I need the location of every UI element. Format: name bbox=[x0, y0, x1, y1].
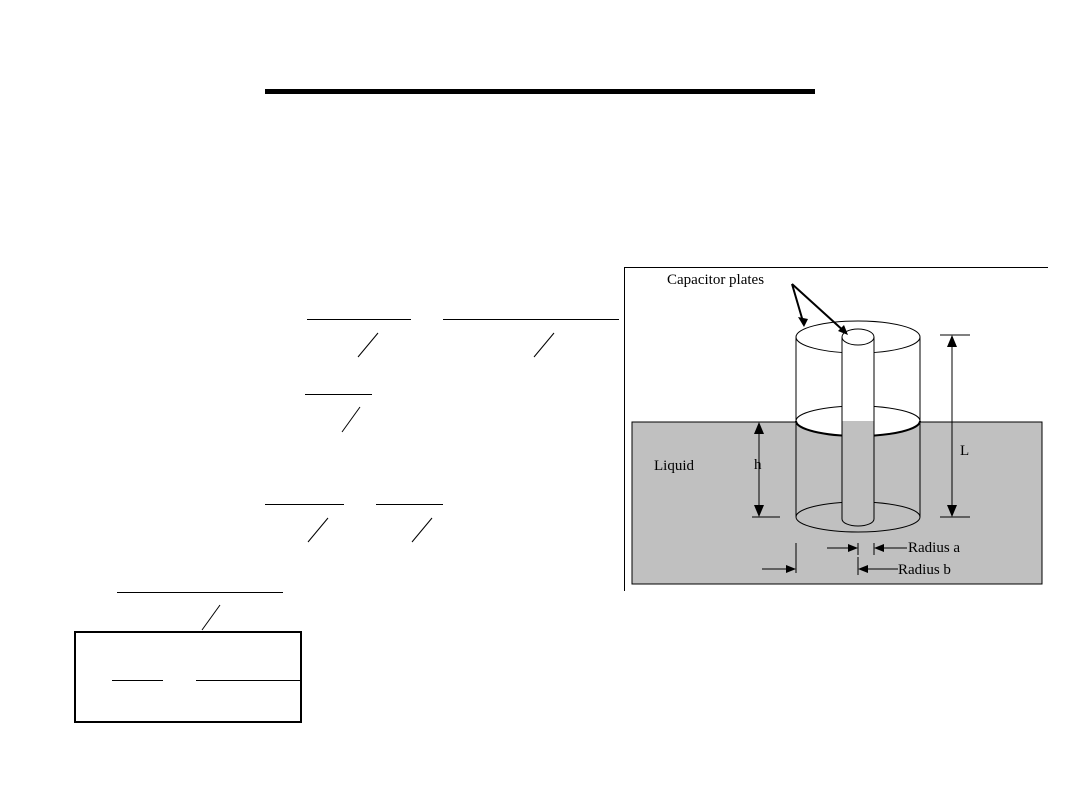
fraction-bar bbox=[117, 592, 283, 593]
capacitor-diagram-svg: Capacitor plates Liquid h L Radius a bbox=[624, 267, 1048, 591]
radius-a-arrow-left bbox=[848, 544, 858, 552]
division-slash bbox=[411, 517, 433, 543]
result-box bbox=[74, 631, 302, 723]
radius-b-arrow-left bbox=[786, 565, 796, 573]
inner-rod-upper-fill bbox=[842, 337, 874, 421]
division-slash bbox=[357, 332, 379, 358]
radius-a-arrow-right bbox=[874, 544, 884, 552]
l-arrow-bottom bbox=[947, 505, 957, 517]
division-slash bbox=[341, 406, 361, 433]
division-slash bbox=[201, 604, 221, 631]
division-slash bbox=[307, 517, 329, 543]
radius-b-arrow-right bbox=[858, 565, 868, 573]
l-arrow-top bbox=[947, 335, 957, 347]
inner-rod-top bbox=[841, 328, 875, 346]
fraction-bar bbox=[443, 319, 619, 320]
liquid-label: Liquid bbox=[654, 458, 694, 474]
h-label: h bbox=[754, 457, 762, 473]
fraction-bar bbox=[307, 319, 411, 320]
capacitor-plates-label: Capacitor plates bbox=[667, 272, 764, 288]
callout-arrowhead-outer bbox=[798, 317, 808, 327]
h-arrow-bottom bbox=[754, 505, 764, 517]
callout-arrowhead-inner bbox=[838, 325, 848, 335]
fraction-bar bbox=[305, 394, 372, 395]
radius-a-label: Radius a bbox=[908, 540, 960, 556]
fraction-bar bbox=[376, 504, 443, 505]
fraction-bar bbox=[265, 504, 344, 505]
fraction-bar bbox=[196, 680, 302, 681]
callout-arrow-inner bbox=[791, 283, 847, 334]
title-underline bbox=[265, 89, 815, 94]
l-label: L bbox=[960, 443, 969, 459]
inner-rod-bottom bbox=[841, 518, 875, 527]
h-arrow-top bbox=[754, 422, 764, 434]
radius-b-label: Radius b bbox=[898, 562, 951, 578]
capacitor-diagram: Capacitor plates Liquid h L Radius a bbox=[622, 267, 1052, 597]
fraction-bar bbox=[112, 680, 163, 681]
division-slash bbox=[533, 332, 555, 358]
